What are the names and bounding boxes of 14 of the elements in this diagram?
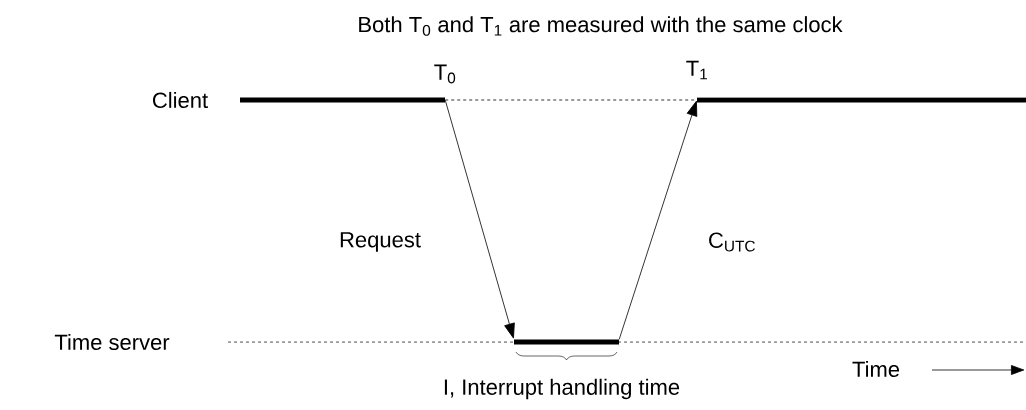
title: Both T$_{0}$ and T$_{1}$ are measured with the same clock: [359, 16, 843, 36]
edge-label: Request: [338, 231, 422, 253]
arrow: [444, 99, 515, 339]
arrow: [618, 100, 698, 340]
label: T$_{1}$: [686, 60, 707, 80]
node-label: I, Interrupt handling time: [444, 378, 680, 400]
label: Client: [153, 91, 208, 109]
label: T$_{0}$: [434, 64, 456, 84]
timeline-bar: [514, 339, 619, 345]
edge-label: C$_{UTC}$: [707, 231, 757, 253]
timeline-bar: [240, 97, 445, 103]
label: Time: [852, 360, 900, 378]
connector-line: [444, 99, 698, 101]
label: Time server: [54, 333, 170, 351]
